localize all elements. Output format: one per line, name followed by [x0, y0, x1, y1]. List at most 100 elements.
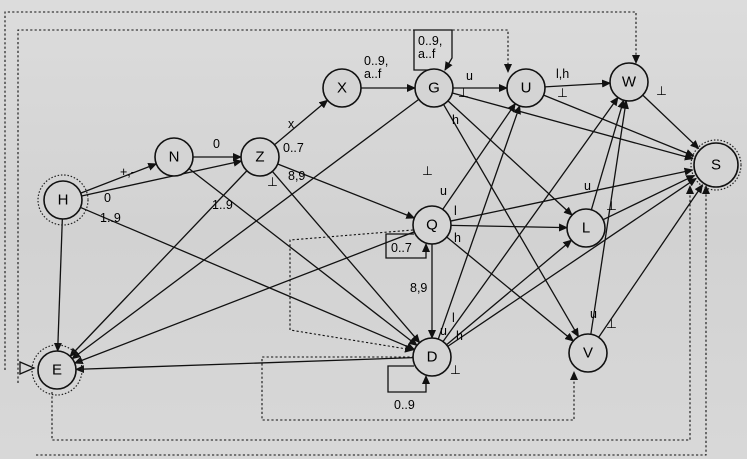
transition-u-s [543, 94, 695, 157]
state-x-label: X [337, 80, 347, 97]
transition-g-e [71, 98, 420, 360]
transition-label-dd: 0..9 [394, 398, 415, 412]
transition-route-top-2 [17, 29, 512, 383]
transition-q-v [446, 236, 575, 342]
state-n-circle [154, 137, 194, 177]
transition-h-n [80, 163, 158, 194]
transition-n-d [188, 168, 418, 346]
transition-l-s [602, 174, 696, 221]
transition-label-ws: ⊥ [656, 84, 667, 98]
state-h-ring [37, 174, 89, 226]
transition-label-dh: h [456, 329, 463, 343]
transition-d-e [74, 357, 414, 374]
state-q-circle [412, 205, 452, 245]
transition-label-ze: ⊥ [267, 175, 278, 189]
state-l: L [566, 208, 606, 248]
state-w: W [609, 62, 649, 102]
state-s-label: S [711, 157, 721, 174]
transition-z-e [69, 170, 248, 357]
transition-d-s [447, 177, 697, 347]
transition-label-us: ⊥ [557, 86, 568, 100]
transition-q-l [450, 223, 569, 232]
transition-g-self [413, 29, 453, 71]
transition-g-v [442, 104, 580, 338]
state-g-circle [414, 68, 454, 108]
transition-label-nd: 1..9 [212, 198, 233, 212]
transition-route-bottom-2 [51, 185, 694, 441]
state-z-circle [240, 137, 280, 177]
state-w-label: W [622, 74, 637, 91]
transition-q-self [385, 233, 430, 259]
state-v: V [568, 333, 608, 373]
state-h-circle [43, 180, 83, 220]
state-z-label: Z [255, 149, 264, 166]
transition-label-du: u [440, 324, 447, 338]
state-h-label: H [58, 192, 69, 209]
state-w-circle [609, 62, 649, 102]
state-s-ring [690, 139, 742, 191]
transition-g-l [447, 100, 573, 216]
state-d: D [412, 337, 452, 377]
transition-z-d [271, 170, 421, 344]
transition-label-gl: ⊥ [458, 86, 469, 100]
transition-label-zx: x [288, 117, 295, 131]
transition-q-e [73, 231, 415, 364]
transition-z-x [274, 99, 329, 146]
transition-label-gg: 0..9,a..f [418, 34, 442, 61]
transition-d-w [442, 96, 619, 342]
transition-v-w [590, 99, 629, 335]
state-g: G [414, 68, 454, 108]
state-e-ring [31, 344, 83, 396]
transition-label-dl: l [452, 311, 455, 325]
transition-route-q-loop [289, 229, 414, 353]
transition-label-qe: ⊥ [422, 164, 433, 178]
transitions [4, 11, 710, 456]
transition-label-qu: u [440, 184, 447, 198]
transition-label-qq: 0..7 [391, 241, 412, 255]
error-entry-arrow-icon [19, 361, 36, 375]
transition-label-de: ⊥ [450, 363, 461, 377]
state-s-circle [693, 142, 739, 188]
transition-label-lu: u [584, 179, 591, 193]
transition-d-self [387, 365, 430, 393]
transition-d-u [437, 104, 521, 340]
transition-label-vs: ⊥ [606, 317, 617, 331]
state-h: H [37, 174, 89, 226]
transition-label-zq: 0..7 [283, 141, 304, 155]
state-n: N [154, 137, 194, 177]
transition-label-ql: l [454, 204, 457, 218]
transition-q-s [450, 167, 694, 222]
transition-label-qd: 8,9 [410, 281, 427, 295]
state-v-circle [568, 333, 608, 373]
state-v-label: V [583, 345, 593, 362]
transition-label-vu: u [590, 307, 597, 321]
state-n-label: N [169, 149, 180, 166]
transition-g-s [452, 92, 694, 161]
state-l-label: L [582, 220, 590, 237]
state-x-circle [322, 68, 362, 108]
state-u: U [506, 68, 546, 108]
transition-q-u [442, 102, 516, 210]
transition-v-s [598, 184, 704, 338]
transition-route-d-loop [261, 356, 578, 421]
state-q: Q [412, 205, 452, 245]
state-g-label: G [428, 80, 440, 97]
transition-d-l [446, 239, 573, 346]
transition-label-gh: h [452, 113, 459, 127]
transition-w-s [642, 94, 700, 150]
transition-u-w [544, 79, 612, 88]
transition-label-zd: 8,9 [288, 169, 305, 183]
transition-h-d [80, 206, 416, 351]
transition-label-uw: l,h [556, 67, 569, 81]
transition-label-xg: 0..9,a..f [364, 54, 388, 81]
state-s: S [690, 139, 742, 191]
state-d-circle [412, 337, 452, 377]
transition-h-z [81, 158, 243, 197]
transition-label-hn: +,- [120, 165, 135, 179]
transition-label-hz: 0 [104, 191, 111, 205]
state-u-label: U [521, 80, 532, 97]
